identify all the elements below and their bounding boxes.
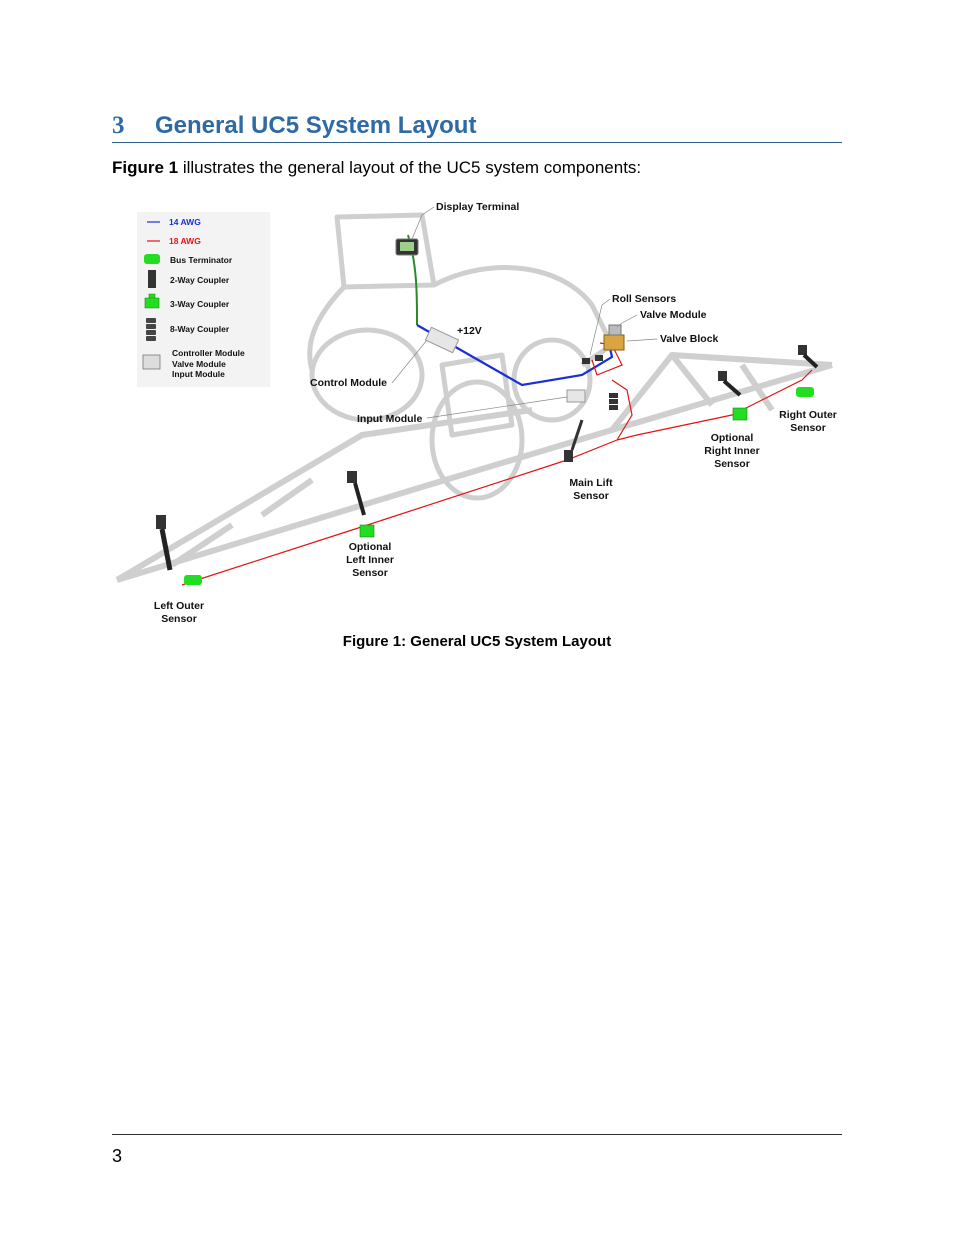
label-right-outer-0: Right Outer — [779, 409, 837, 421]
legend-module-0: Controller Module — [172, 348, 245, 358]
label-input-module: Input Module — [357, 413, 422, 425]
footer-divider — [112, 1134, 842, 1135]
label-valve-module: Valve Module — [640, 309, 707, 321]
control-module-icon — [424, 326, 460, 354]
intro-paragraph: Figure 1 illustrates the general layout … — [112, 158, 641, 178]
label-display-terminal: Display Terminal — [436, 201, 519, 213]
legend-coupler3: 3-Way Coupler — [170, 299, 230, 309]
section-title: General UC5 System Layout — [155, 112, 477, 139]
roll-sensor-right-icon — [595, 355, 603, 361]
valve-block-icon — [603, 334, 625, 351]
label-left-outer-0: Left Outer — [154, 600, 204, 612]
left-inner-sensor-icon — [347, 471, 366, 516]
system-layout-figure: 14 AWG 18 AWG Bus Terminator 2-Way Coupl… — [112, 195, 842, 635]
tractor-silhouette — [307, 212, 615, 501]
figure-caption: Figure 1: General UC5 System Layout — [342, 633, 612, 650]
legend-18awg: 18 AWG — [169, 236, 201, 246]
boom-silhouette — [115, 352, 833, 583]
left-inner-coupler-icon — [359, 524, 375, 538]
label-right-inner-0: Optional — [711, 432, 754, 444]
label-left-outer-1: Sensor — [161, 613, 197, 625]
legend-module-1: Valve Module — [172, 359, 226, 369]
label-main-lift-1: Sensor — [573, 490, 609, 502]
label-left-inner-2: Sensor — [352, 567, 388, 579]
bus-terminator-icon — [144, 254, 160, 264]
coupler2-icon — [148, 270, 156, 288]
page-number: 3 — [112, 1146, 123, 1166]
right-outer-sensor-icon — [798, 345, 819, 369]
leader-lines — [391, 206, 658, 419]
label-right-inner-1: Right Inner — [704, 445, 759, 457]
legend-coupler2: 2-Way Coupler — [170, 275, 230, 285]
system-diagram: 14 AWG 18 AWG Bus Terminator 2-Way Coupl… — [115, 201, 837, 625]
coupler3-icon — [144, 293, 160, 309]
label-left-inner-1: Left Inner — [346, 554, 394, 566]
roll-sensor-left-icon — [582, 358, 590, 364]
coupler8-icon — [146, 318, 156, 341]
legend-14awg: 14 AWG — [169, 217, 201, 227]
label-main-lift-0: Main Lift — [569, 477, 613, 489]
label-left-inner-0: Optional — [349, 541, 392, 553]
label-right-inner-2: Sensor — [714, 458, 750, 470]
label-roll-sensors: Roll Sensors — [612, 293, 676, 305]
input-module-icon — [566, 389, 586, 403]
main-lift-sensor-icon — [564, 419, 584, 462]
red-bus-right — [611, 369, 813, 441]
valve-module-icon — [608, 324, 622, 336]
label-right-outer-1: Sensor — [790, 422, 826, 434]
section-number: 3 — [112, 112, 125, 139]
module-icon — [142, 354, 161, 370]
right-inner-coupler-icon — [732, 407, 748, 421]
display-screen — [400, 242, 414, 251]
legend-bus-terminator: Bus Terminator — [170, 255, 233, 265]
red-bus-left — [181, 439, 618, 586]
right-inner-sensor-icon — [718, 371, 742, 397]
label-valve-block: Valve Block — [660, 333, 719, 345]
right-outer-terminator-icon — [796, 387, 814, 397]
left-outer-sensor-icon — [156, 515, 173, 571]
section-heading: 3 General UC5 System Layout — [112, 110, 842, 143]
coupler8-stack-icon — [609, 393, 618, 410]
legend-module-2: Input Module — [172, 369, 225, 379]
intro-text: illustrates the general layout of the UC… — [178, 158, 642, 177]
legend-coupler8: 8-Way Coupler — [170, 324, 230, 334]
figure-reference[interactable]: Figure 1 — [112, 158, 179, 177]
left-outer-terminator-icon — [184, 575, 202, 585]
label-control-module: Control Module — [310, 377, 387, 389]
label-plus12v: +12V — [457, 325, 482, 337]
